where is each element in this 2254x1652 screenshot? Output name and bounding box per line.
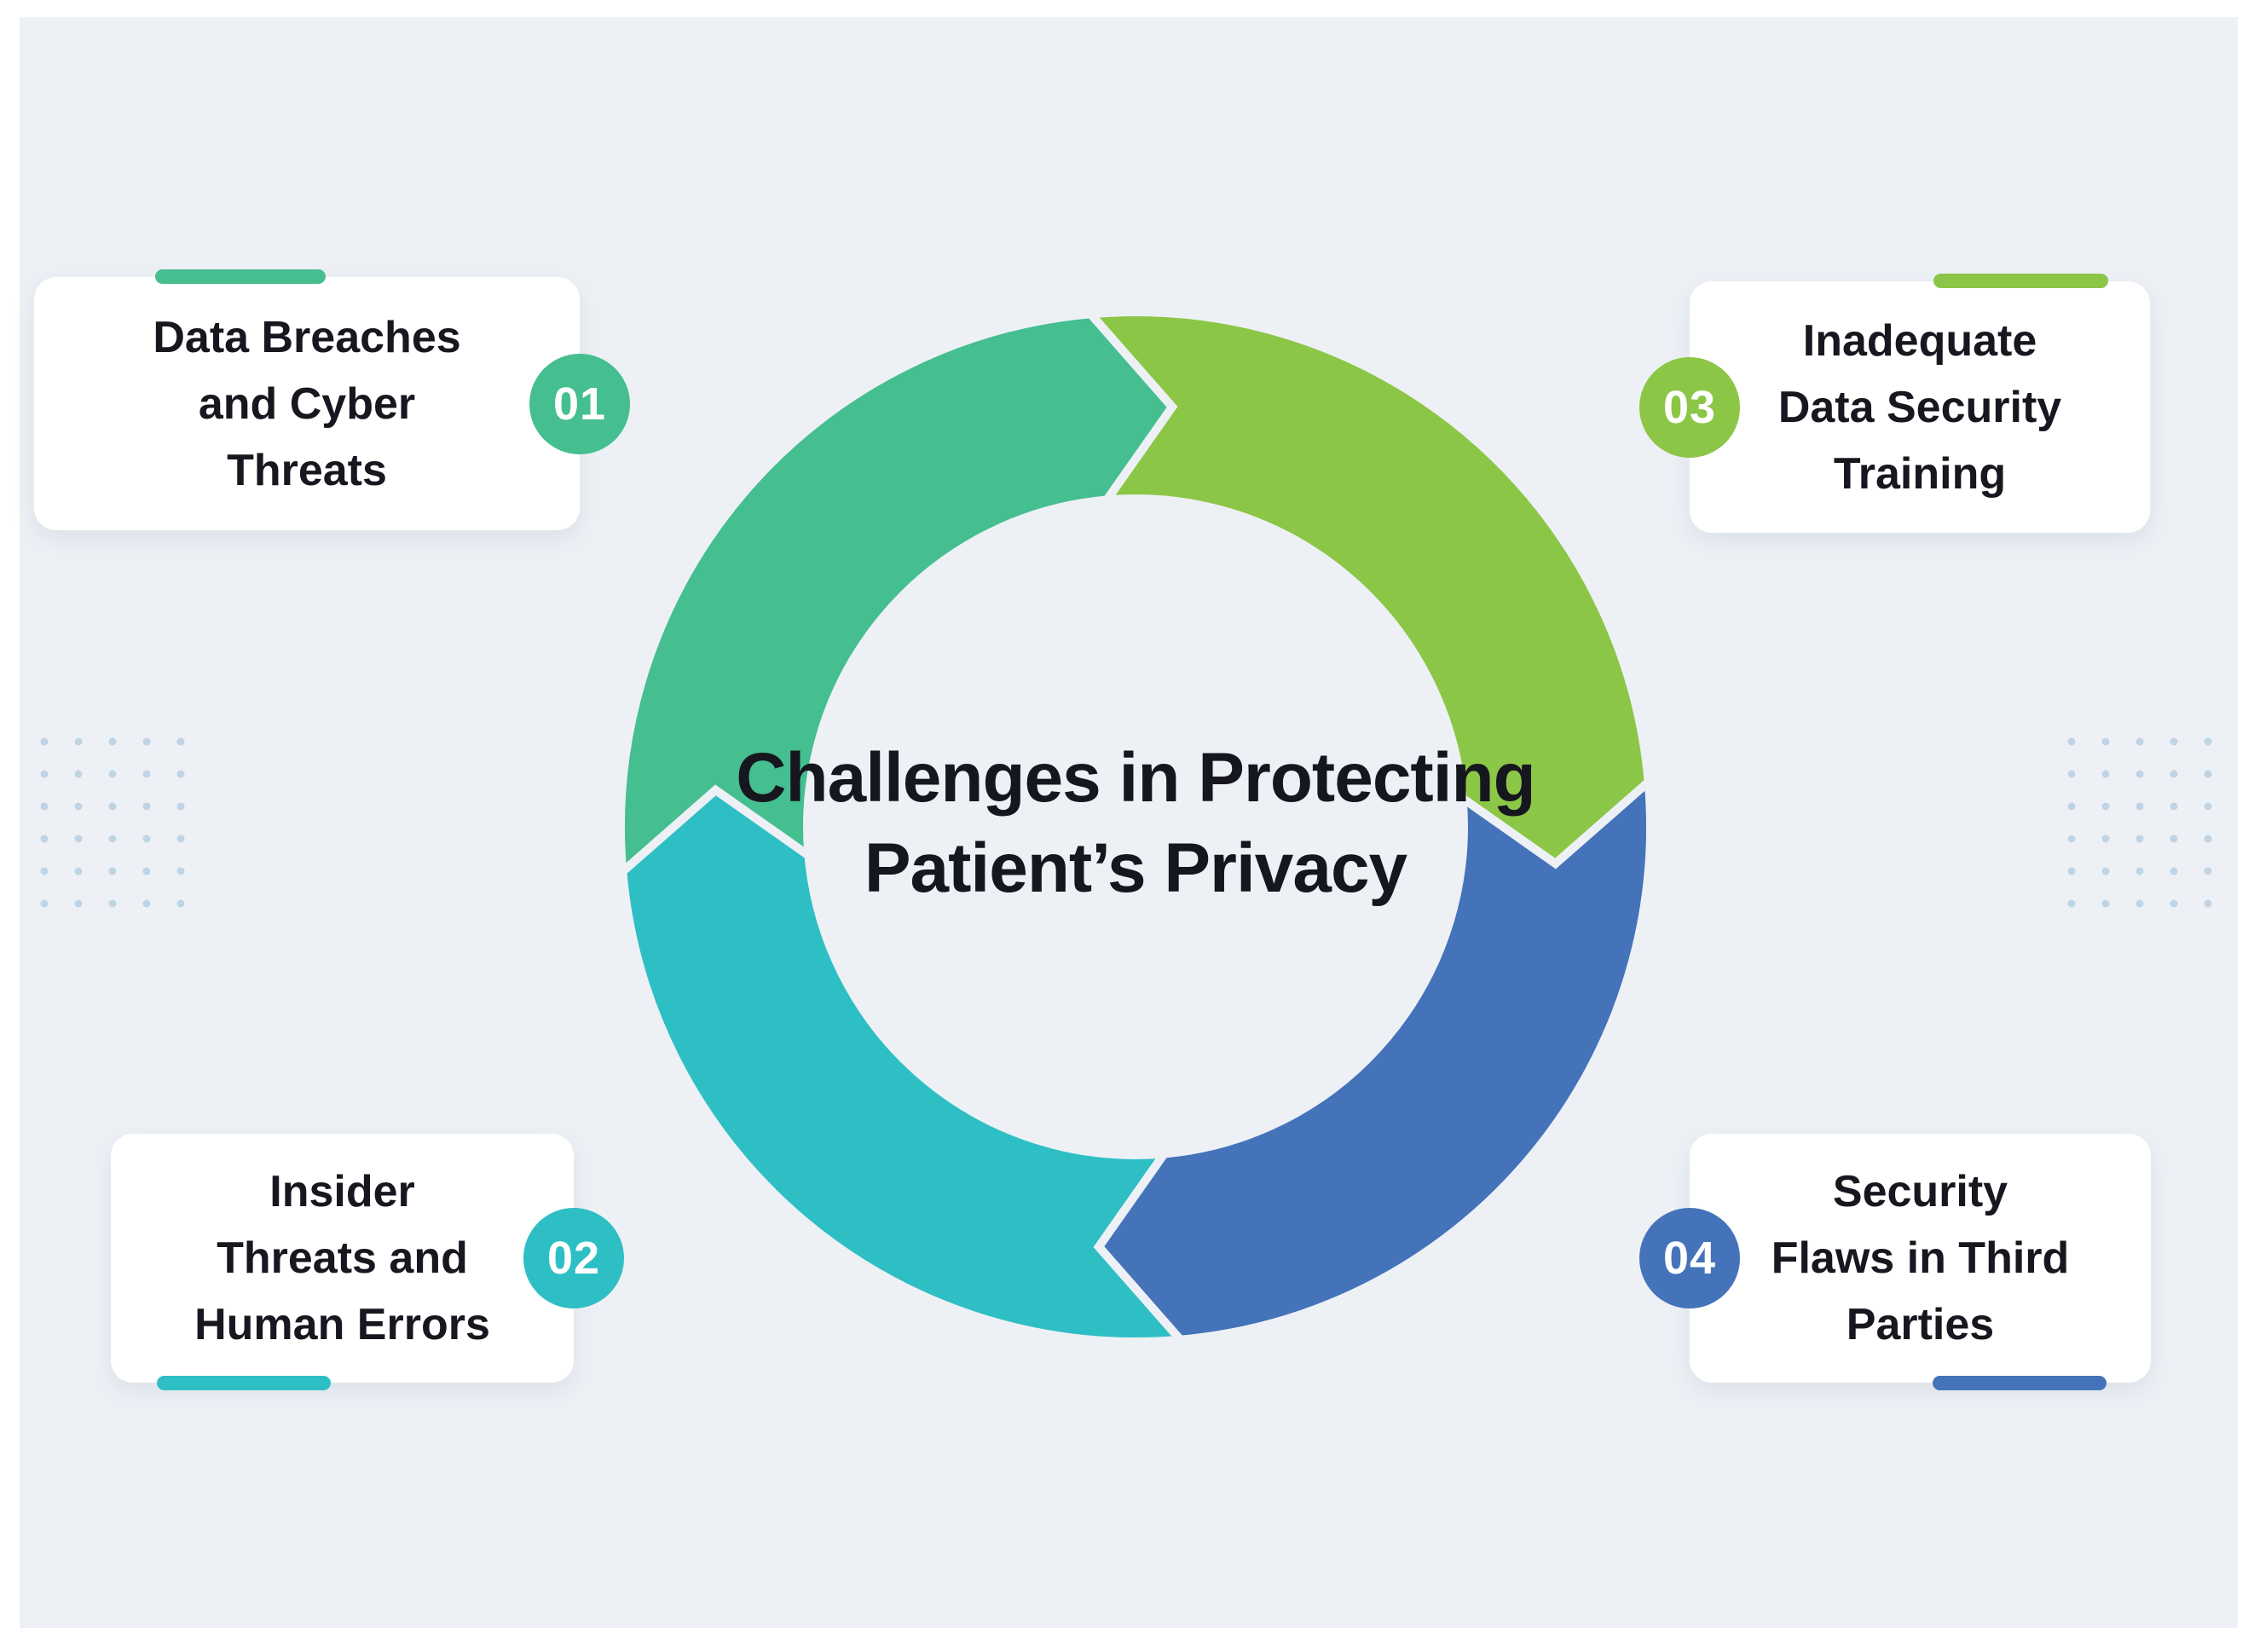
card-label-line: Threats and <box>217 1233 468 1283</box>
step-number-badge: 04 <box>1639 1208 1740 1308</box>
card-accent-bar <box>157 1376 331 1390</box>
card-accent-bar <box>155 269 326 284</box>
step-number-badge: 01 <box>529 353 630 454</box>
card-accent-bar <box>1933 274 2108 288</box>
card-label-line: Insider <box>269 1167 415 1216</box>
card-label-line: and Cyber <box>198 378 416 429</box>
step-card-01: Data Breaches and Cyber Threats 01 <box>34 269 630 530</box>
card-label-line: Human Errors <box>194 1300 490 1349</box>
title-line: Challenges in <box>736 739 1180 817</box>
card-accent-bar <box>1933 1376 2107 1390</box>
card-label-line: Inadequate <box>1802 315 2037 366</box>
card-label-line: Data Breaches <box>153 312 461 362</box>
diagram-center-title: Challenges in Protecting Patient’s Priva… <box>692 733 1579 914</box>
card-label-line: Security <box>1832 1167 2008 1216</box>
card-label-line: Flaws in Third <box>1771 1233 2070 1283</box>
step-number-badge: 03 <box>1639 356 1740 458</box>
title-line: Privacy <box>1164 829 1407 907</box>
card-label-line: Training <box>1833 448 2007 499</box>
step-card-03: Inadequate Data Security Training 03 <box>1639 274 2150 533</box>
card-label-line: Data Security <box>1777 382 2062 432</box>
card-label-line: Threats <box>227 445 387 495</box>
step-number-badge: 02 <box>523 1208 624 1308</box>
card-label-line: Parties <box>1846 1300 1995 1349</box>
step-card-04: Security Flaws in Third Parties 04 <box>1639 1134 2151 1390</box>
title-line: Protecting Patient’s <box>864 739 1536 907</box>
step-card-02: Insider Threats and Human Errors 02 <box>111 1134 624 1390</box>
